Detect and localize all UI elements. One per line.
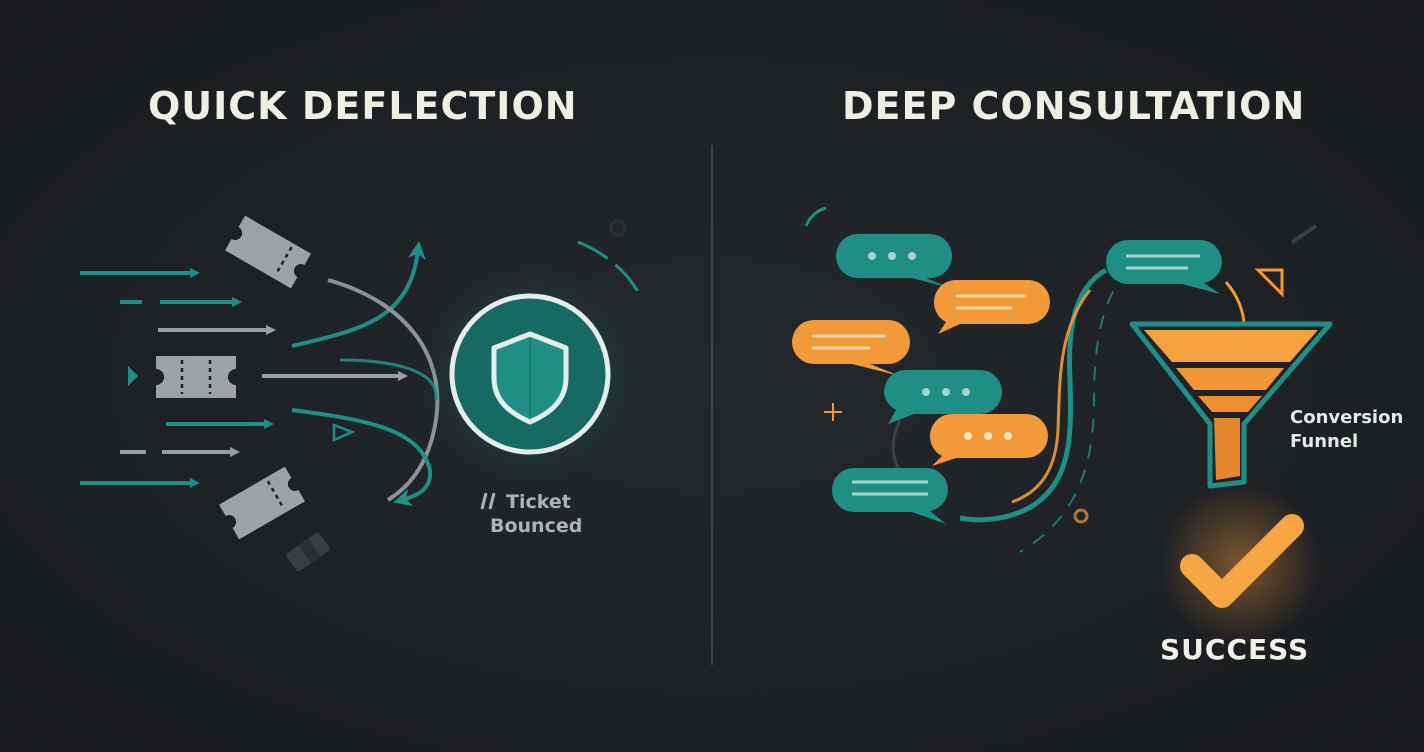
ticket-fragment-icon (286, 532, 330, 572)
ticket-bounced-label: Ticket Bounced (490, 490, 582, 538)
chat-bubble-icon (929, 414, 1048, 466)
incoming-arrows (48, 268, 408, 488)
ticket-label-line1: Ticket (506, 491, 571, 513)
chat-bubble-icon (836, 234, 952, 288)
chat-flow-curves (804, 206, 1246, 553)
panel-divider (711, 145, 713, 665)
chat-bubble-icon (933, 280, 1050, 334)
chat-bubble-icon (792, 320, 910, 376)
funnel-label-line1: Conversion (1290, 407, 1404, 428)
plus-icon (824, 403, 842, 421)
checkmark-icon (1180, 514, 1304, 608)
chat-bubble-icon (1106, 240, 1222, 294)
conversion-funnel-label: Conversion Funnel (1290, 406, 1403, 454)
chat-bubble-icon (832, 468, 948, 524)
ticket-label-line2: Bounced (490, 515, 583, 537)
chat-bubble-icon (884, 370, 1002, 424)
ticket-icon (225, 215, 311, 289)
ticket-icon (219, 466, 305, 540)
deep-consultation-title: DEEP CONSULTATION (842, 84, 1306, 128)
ticket-icon (156, 356, 236, 398)
funnel-icon (1129, 321, 1333, 489)
success-label: SUCCESS (1160, 633, 1310, 666)
shield-icon (449, 293, 611, 455)
bounce-mark-icon (480, 492, 496, 510)
quick-deflection-title: QUICK DEFLECTION (148, 84, 578, 128)
funnel-label-line2: Funnel (1290, 431, 1359, 452)
